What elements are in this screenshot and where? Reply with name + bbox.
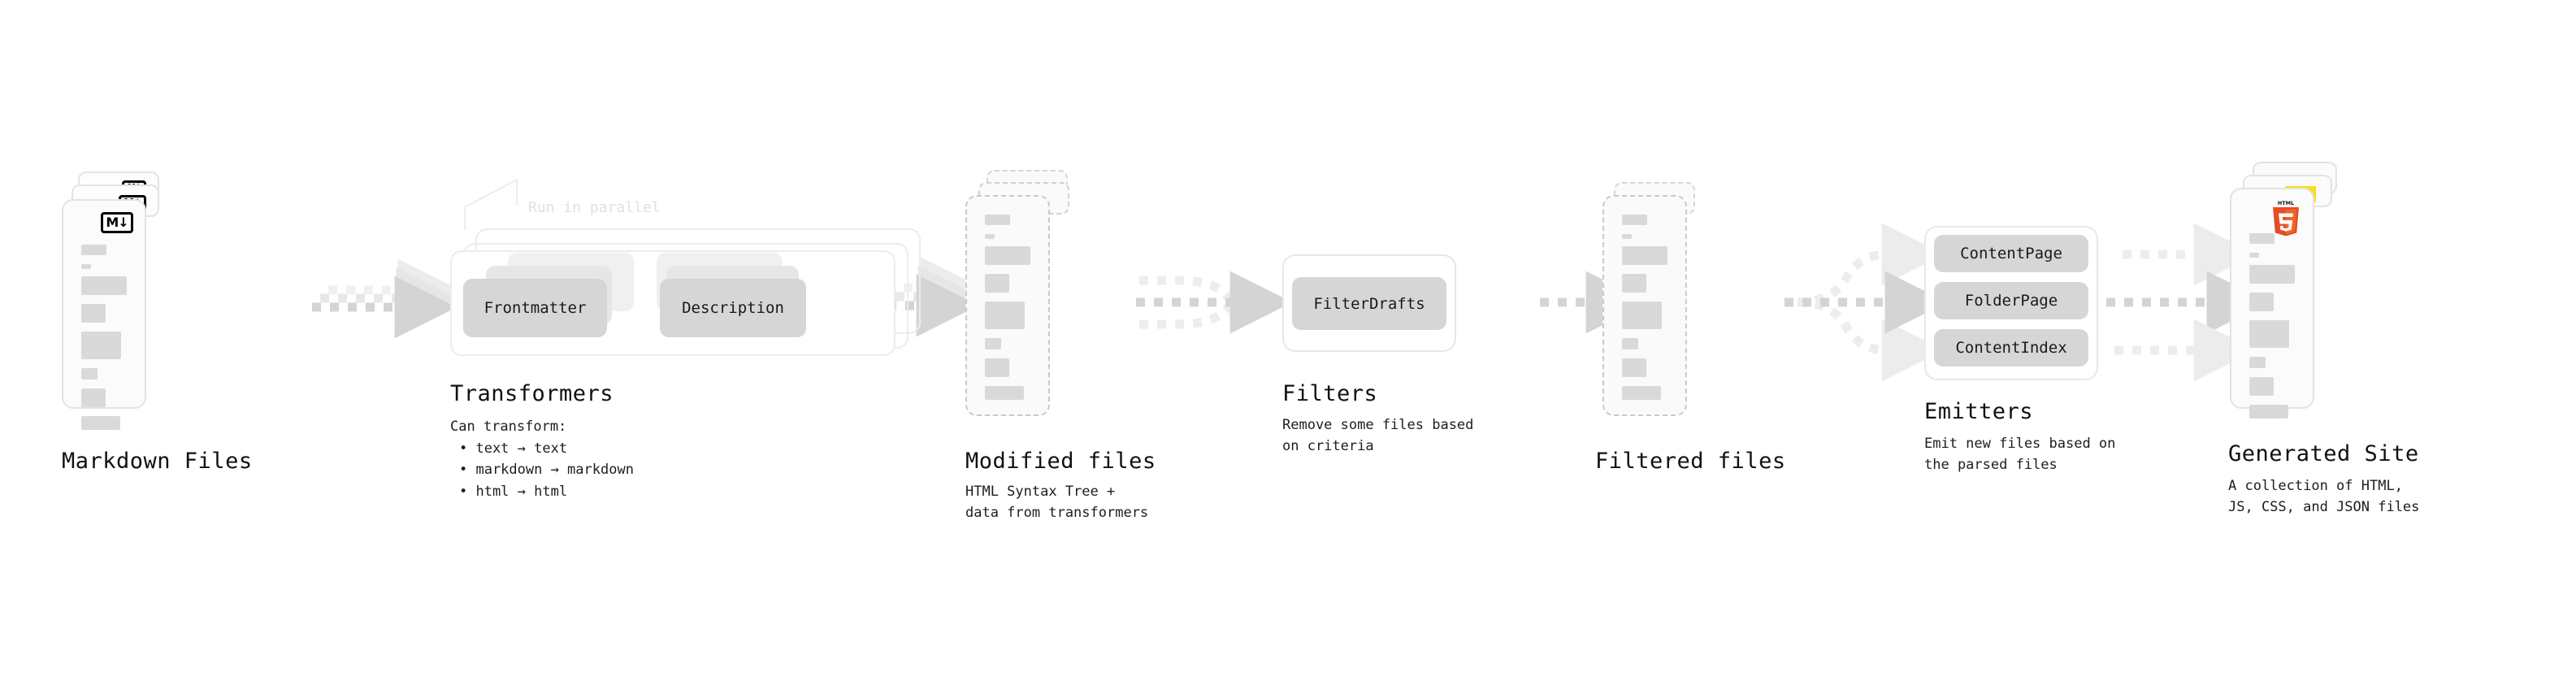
emitter-chip-contentpage[interactable]: ContentPage <box>1934 235 2088 272</box>
transformers-bullets: • text → text • markdown → markdown • ht… <box>459 438 634 502</box>
markdown-badge: M↓ <box>101 212 133 233</box>
emitters-title: Emitters <box>1924 399 2034 424</box>
generated-site-title: Generated Site <box>2228 441 2419 466</box>
filter-chip-filterdrafts[interactable]: FilterDrafts <box>1292 277 1446 330</box>
emitter-chip-contentindex[interactable]: ContentIndex <box>1934 329 2088 367</box>
transformer-chip-frontmatter[interactable]: Frontmatter <box>463 279 607 337</box>
modified-placeholder-lines <box>985 215 1030 409</box>
modified-files-subtitle: HTML Syntax Tree + data from transformer… <box>965 484 1149 522</box>
filtered-files-title: Filtered files <box>1595 449 1786 474</box>
transformers-subtitle: Can transform: <box>450 419 567 435</box>
markdown-card-front[interactable]: M↓ <box>62 199 146 430</box>
filtered-placeholder-lines <box>1622 215 1667 409</box>
html5-badge: HTML <box>2273 200 2299 236</box>
transformer-chip-description[interactable]: Description <box>660 279 806 337</box>
site-placeholder-lines <box>2249 233 2295 427</box>
connector-markdown-to-transformers <box>312 258 461 339</box>
filters-subtitle: Remove some files based on criteria <box>1282 417 1474 455</box>
markdown-placeholder-lines <box>81 245 127 439</box>
filters-title: Filters <box>1282 381 1378 406</box>
modified-card-front[interactable] <box>965 195 1050 416</box>
connector-filtered-to-emitters <box>1785 223 1948 382</box>
modified-files-title: Modified files <box>965 449 1156 474</box>
run-in-parallel-label: Run in parallel <box>528 199 661 216</box>
emitter-chip-folderpage[interactable]: FolderPage <box>1934 282 2088 319</box>
generated-site-subtitle: A collection of HTML, JS, CSS, and JSON … <box>2228 478 2420 516</box>
transformers-title: Transformers <box>450 381 614 406</box>
markdown-files-title: Markdown Files <box>62 449 253 474</box>
transformers-bullet-2: • html → html <box>459 483 568 500</box>
connector-modified-to-filters <box>1136 271 1293 334</box>
site-card-front[interactable]: HTML <box>2230 188 2314 419</box>
svg-text:HTML: HTML <box>2278 200 2294 206</box>
transformers-bullet-1: • markdown → markdown <box>459 462 634 479</box>
run-in-parallel-leader <box>464 178 518 230</box>
connector-emitters-to-site <box>2106 223 2270 382</box>
filtered-card-front[interactable] <box>1602 195 1687 416</box>
transformers-bullet-0: • text → text <box>459 440 568 457</box>
emitters-subtitle: Emit new files based on the parsed files <box>1924 436 2116 474</box>
